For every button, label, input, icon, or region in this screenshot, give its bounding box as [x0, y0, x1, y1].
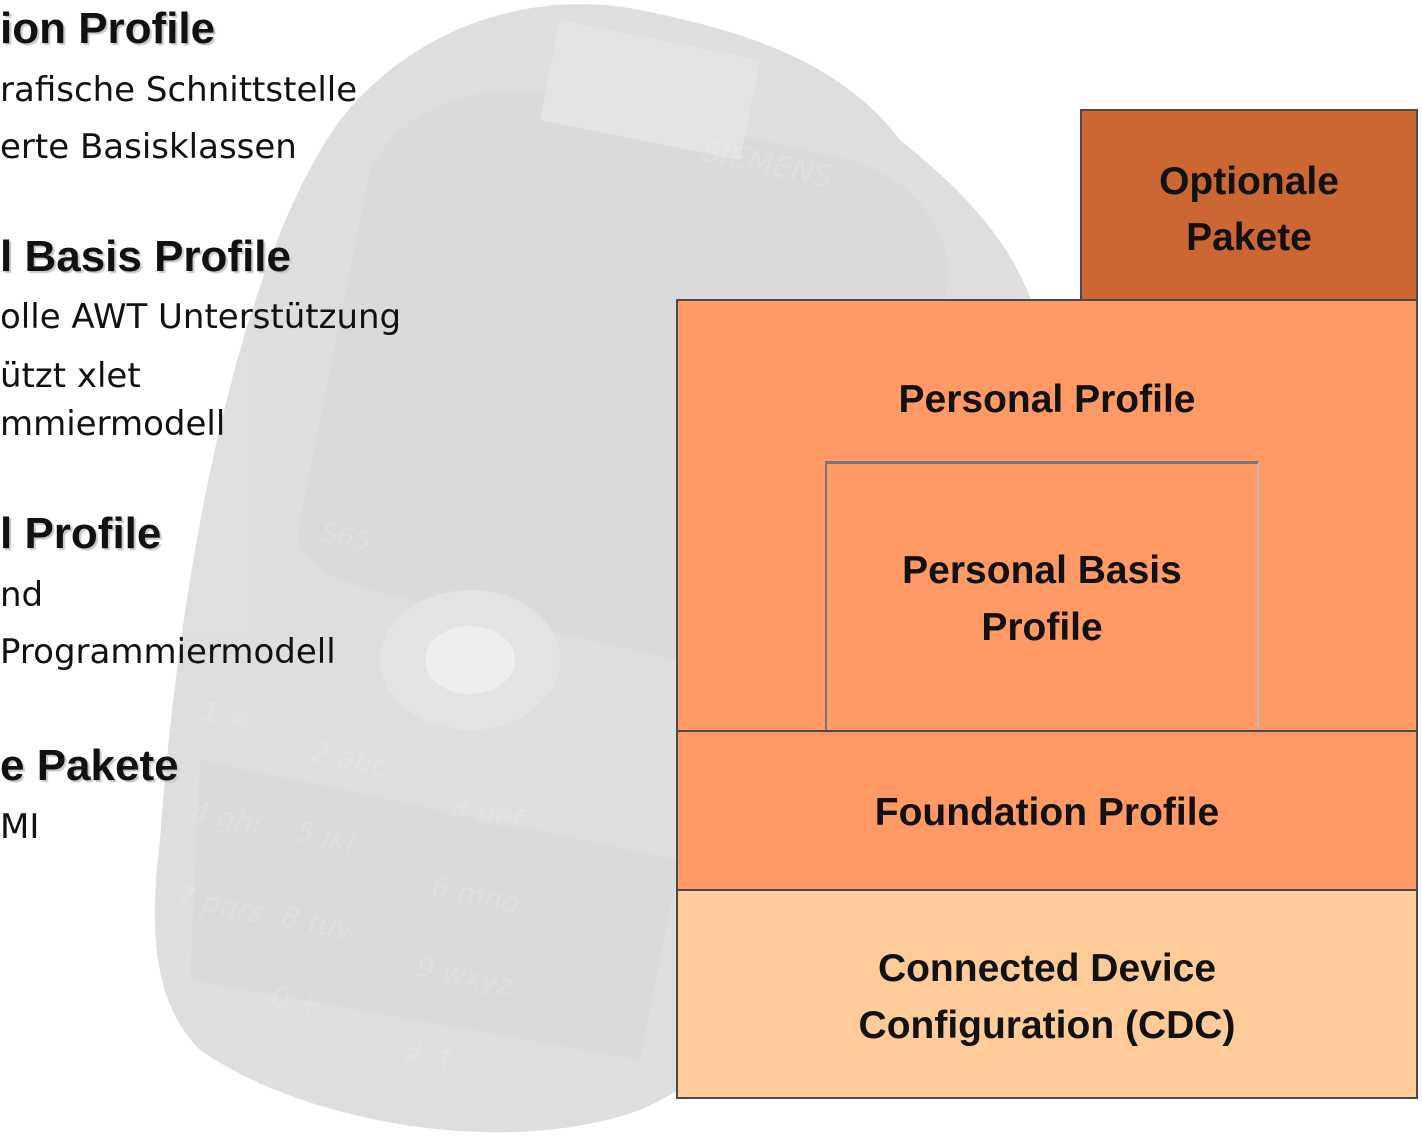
optional-packages-label: Pakete [1186, 216, 1312, 259]
cdc-label: Connected Device [877, 947, 1217, 990]
basis-line: mmiermodell [0, 404, 226, 444]
basis-line: olle AWT Unterstützung [0, 297, 402, 337]
personal-basis-profile-label: Personal Basis [902, 549, 1182, 592]
foundation-heading: ion Profile [0, 4, 216, 53]
personal-basis-profile-label: Profile [981, 606, 1103, 649]
basis-line: ützt xlet [0, 356, 141, 396]
foundation-line: erte Basisklassen [0, 127, 297, 167]
personal-line: nd [0, 575, 44, 615]
optional-packages-block: Optionale Pakete [1080, 109, 1418, 304]
personal-line: Programmiermodell [0, 632, 336, 672]
personal-profile-label: Personal Profile [898, 378, 1196, 421]
optional-heading: e Pakete [0, 741, 179, 790]
basis-heading: l Basis Profile [0, 232, 292, 281]
foundation-profile-block: Foundation Profile [676, 730, 1418, 891]
foundation-line: rafische Schnittstelle [0, 70, 358, 110]
cdc-label: Configuration (CDC) [858, 1004, 1236, 1047]
personal-basis-profile-block: Personal Basis Profile [825, 461, 1259, 731]
cdc-block: Connected Device Configuration (CDC) [676, 889, 1418, 1099]
optional-packages-label: Optionale [1159, 160, 1339, 203]
optional-line: MI [0, 807, 40, 847]
foundation-profile-label: Foundation Profile [874, 791, 1220, 834]
personal-heading: l Profile [0, 509, 162, 558]
